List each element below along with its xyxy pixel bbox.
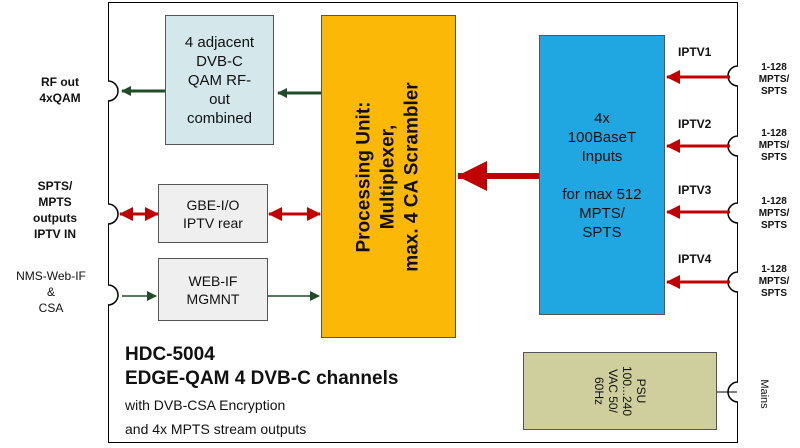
port-rf-out (107, 80, 119, 102)
spts-mpts-label: SPTS/ MPTS outputs IPTV IN (15, 178, 95, 242)
stream-line: 1-128 (761, 62, 787, 73)
psu-block: PSU 100...240 VAC 50/ 60Hz (523, 352, 717, 430)
inputs-line: for max 512 (562, 185, 642, 203)
nms-line: CSA (38, 301, 64, 315)
qam-line: QAM RF- (187, 71, 252, 89)
nms-label: NMS-Web-IF & CSA (2, 268, 100, 316)
psu-line: PSU (633, 378, 648, 404)
qam-line: out (209, 90, 230, 108)
stream-line: 1-128 (761, 196, 787, 207)
iptv2-label: IPTV2 (678, 117, 712, 131)
proc-line: Processing Unit: (353, 101, 375, 252)
title-block: HDC-5004 EDGE-QAM 4 DVB-C channels (125, 343, 398, 391)
iptv4-stream-label: 1-128 MPTS/ SPTS (752, 264, 796, 300)
web-if-block: WEB-IF MGMNT (158, 258, 268, 321)
iptv1-label: IPTV1 (678, 45, 712, 59)
inputs-block: 4x 100BaseT Inputs for max 512 MPTS/ SPT… (539, 35, 665, 315)
iptv2-stream-label: 1-128 MPTS/ SPTS (752, 128, 796, 164)
port-gbe (107, 203, 119, 225)
model-title: HDC-5004 (125, 344, 215, 365)
iptv3-stream-label: 1-128 MPTS/ SPTS (752, 196, 796, 232)
iptv1-stream-label: 1-128 MPTS/ SPTS (752, 62, 796, 98)
nms-line: & (46, 285, 55, 299)
stream-line: 1-128 (761, 128, 787, 139)
port-nms (107, 284, 119, 306)
product-title: EDGE-QAM 4 DVB-C channels (125, 368, 399, 389)
rf-out-line: RF out (41, 75, 79, 89)
web-line: WEB-IF (188, 272, 238, 289)
web-line: MGMNT (186, 290, 240, 307)
inputs-line: SPTS (582, 223, 622, 241)
processing-unit-block: Processing Unit: Multiplexer, max. 4 CA … (321, 15, 456, 338)
stream-line: MPTS/ (758, 74, 790, 85)
proc-line: Multiplexer, (377, 124, 399, 229)
qam-line: 4 adjacent (184, 33, 255, 51)
mains-label: Mains (758, 379, 770, 409)
spts-line: outputs (33, 211, 77, 225)
stream-line: SPTS (760, 86, 788, 97)
stream-line: SPTS (760, 152, 788, 163)
psu-line: 60Hz (591, 376, 606, 406)
subtitle-line-1: with DVB-CSA Encryption (125, 397, 286, 413)
qam-line: DVB-C (196, 52, 243, 70)
inputs-line: Inputs (581, 147, 623, 165)
inputs-line: 4x (594, 109, 610, 127)
iptv4-label: IPTV4 (678, 252, 712, 266)
stream-line: SPTS (760, 220, 788, 231)
subtitle-line-2: and 4x MPTS stream outputs (125, 421, 307, 437)
psu-line: 100...240 (619, 365, 634, 417)
spts-line: SPTS/ (37, 179, 73, 193)
rf-out-label: RF out 4xQAM (20, 74, 100, 106)
stream-line: MPTS/ (758, 276, 790, 287)
gbe-line: GBE-I/O (186, 196, 240, 213)
nms-line: NMS-Web-IF (16, 269, 86, 283)
stream-line: MPTS/ (758, 140, 790, 151)
psu-line: VAC 50/ (605, 369, 620, 413)
gbe-io-block: GBE-I/O IPTV rear (158, 184, 268, 243)
spts-line: MPTS (38, 195, 72, 209)
qam-combiner-block: 4 adjacent DVB-C QAM RF- out combined (165, 15, 274, 145)
stream-line: 1-128 (761, 264, 787, 275)
stream-line: MPTS/ (758, 208, 790, 219)
iptv3-label: IPTV3 (678, 183, 712, 197)
spts-line: IPTV IN (33, 227, 76, 241)
inputs-line: MPTS/ (579, 204, 625, 222)
qam-line: combined (186, 109, 253, 127)
gbe-line: IPTV rear (183, 214, 243, 231)
stream-line: SPTS (760, 288, 788, 299)
rf-out-line: 4xQAM (39, 91, 81, 105)
proc-line: max. 4 CA Scrambler (401, 81, 423, 272)
inputs-line: 100BaseT (567, 128, 637, 146)
